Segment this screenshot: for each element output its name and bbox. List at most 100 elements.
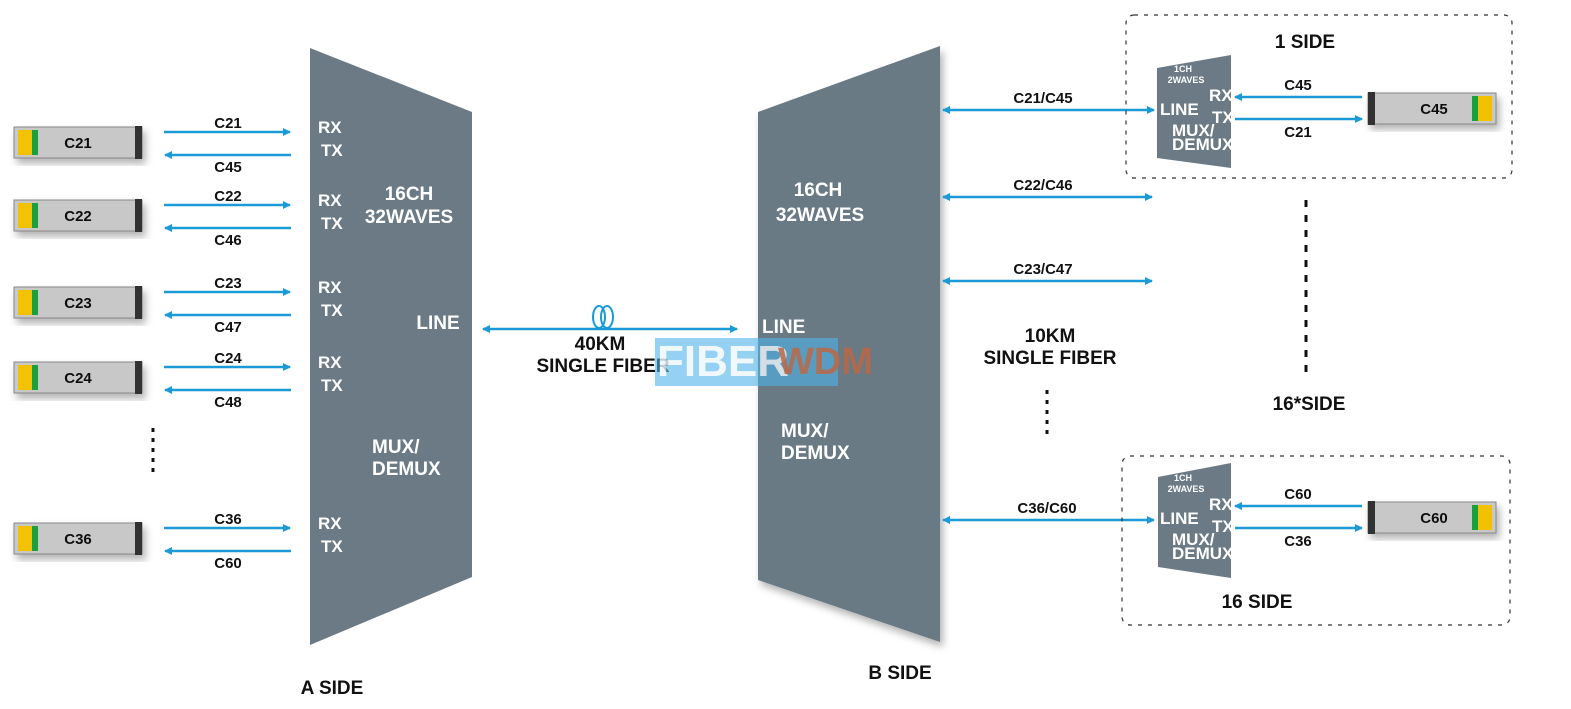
b-mux-waves: 32WAVES [776,205,864,226]
remote-mux-mux: MUX/ [1172,530,1215,549]
sfp-transceiver: C36 [13,522,143,555]
a-mux-line: LINE [416,313,459,334]
tx-port-label: TX [321,537,343,556]
a-side-mux [310,48,472,645]
transceiver-label: C45 [1420,101,1448,118]
b-mux-channels: 16CH [794,180,843,201]
tx-wavelength-label: C23 [214,275,242,292]
svg-text:WDM: WDM [778,341,873,383]
transceiver-label: C23 [64,295,92,312]
remote-mux-waves: 2WAVES [1168,484,1205,494]
a-mux-channels: 16CH [385,184,434,205]
status-stripe [1472,505,1478,530]
trunk-distance: 40KM [575,334,626,355]
remote-sides-count: 16*SIDE [1273,394,1346,415]
connector-icon [18,130,32,155]
remote-side-2: 16 SIDE1CH2WAVESLINERXTXMUX/DEMUXC60C36C… [1121,455,1511,626]
rx-wavelength-label: C47 [214,319,242,336]
rx-wavelength-label: C48 [214,394,242,411]
rx-port-label: RX [318,278,342,297]
connector-icon [18,365,32,390]
b-link-label: C36/C60 [1017,500,1076,517]
rx-port-label: RX [318,514,342,533]
rx-wavelength-label: C60 [214,555,242,572]
b-link-label: C21/C45 [1013,90,1072,107]
sfp-transceiver: C24 [13,361,143,394]
rx-wavelength-label: C45 [214,159,242,176]
sfp-transceiver: C21 [13,126,143,159]
a-mux-mux: MUX/ [372,437,420,458]
tx-wavelength-label: C36 [214,511,242,528]
fiber-coil-icon [592,305,614,329]
latch-icon [135,286,142,319]
remote-mux-demux: DEMUX [1172,135,1234,154]
remote-side-box [1121,455,1511,626]
sfp-transceiver: C22 [13,199,143,232]
a-mux-waves: 32WAVES [365,207,453,228]
remote-side-1: 1 SIDE1CH2WAVESLINERXTXMUX/DEMUXC45C21C4… [1125,14,1513,179]
transceiver-label: C21 [64,135,92,152]
latch-icon [135,126,142,159]
sfp-transceiver: C60 [1367,501,1497,534]
latch-icon [1368,92,1375,125]
b-mux-demux: DEMUX [781,443,850,464]
remote-mux-channels: 1CH [1174,64,1192,74]
b-side-label: B SIDE [868,663,931,684]
sfp-transceiver: C45 [1367,92,1497,125]
svg-text:FIBER: FIBER [657,337,789,386]
rx-port-label: RX [318,353,342,372]
remote-rx-wavelength: C45 [1284,77,1312,94]
remote-mux-waves: 2WAVES [1168,75,1205,85]
trunk-type: SINGLE FIBER [536,356,669,377]
transceiver-label: C22 [64,208,92,225]
connector-icon [1478,96,1492,121]
b-mux-line: LINE [762,317,805,338]
tx-port-label: TX [321,141,343,160]
remote-mux-demux: DEMUX [1172,544,1234,563]
connector-icon [18,203,32,228]
tx-wavelength-label: C24 [214,350,242,367]
remote-mux-channels: 1CH [1174,473,1192,483]
sfp-transceiver: C23 [13,286,143,319]
b-link-label: C23/C47 [1013,261,1072,278]
status-stripe [32,290,38,315]
remote-mux-line: LINE [1160,100,1199,119]
rx-port-label: RX [318,118,342,137]
status-stripe [32,365,38,390]
tx-wavelength-label: C22 [214,188,242,205]
remote-mux [1157,55,1231,168]
tx-port-label: TX [321,376,343,395]
tx-port-label: TX [321,214,343,233]
connector-icon [18,290,32,315]
remote-rx-port: RX [1209,86,1233,105]
b-mux-mux: MUX/ [781,421,829,442]
transceiver-label: C36 [64,531,92,548]
remote-tx-port: TX [1212,517,1234,536]
a-mux-demux: DEMUX [372,459,441,480]
status-stripe [32,526,38,551]
status-stripe [32,203,38,228]
latch-icon [1368,501,1375,534]
connector-icon [18,526,32,551]
b-side-mux [758,46,940,642]
remote-mux-line: LINE [1160,509,1199,528]
rx-port-label: RX [318,191,342,210]
latch-icon [135,361,142,394]
remote-side-title: 16 SIDE [1222,592,1293,613]
remote-rx-port: RX [1209,495,1233,514]
status-stripe [32,130,38,155]
b-link-label: C22/C46 [1013,177,1072,194]
remote-tx-wavelength: C36 [1284,533,1312,550]
latch-icon [135,522,142,555]
tx-port-label: TX [321,301,343,320]
watermark-logo: FIBER WDM [655,337,873,386]
remote-mux [1158,463,1231,578]
transceiver-label: C24 [64,370,92,387]
a-side-label: A SIDE [301,678,364,699]
